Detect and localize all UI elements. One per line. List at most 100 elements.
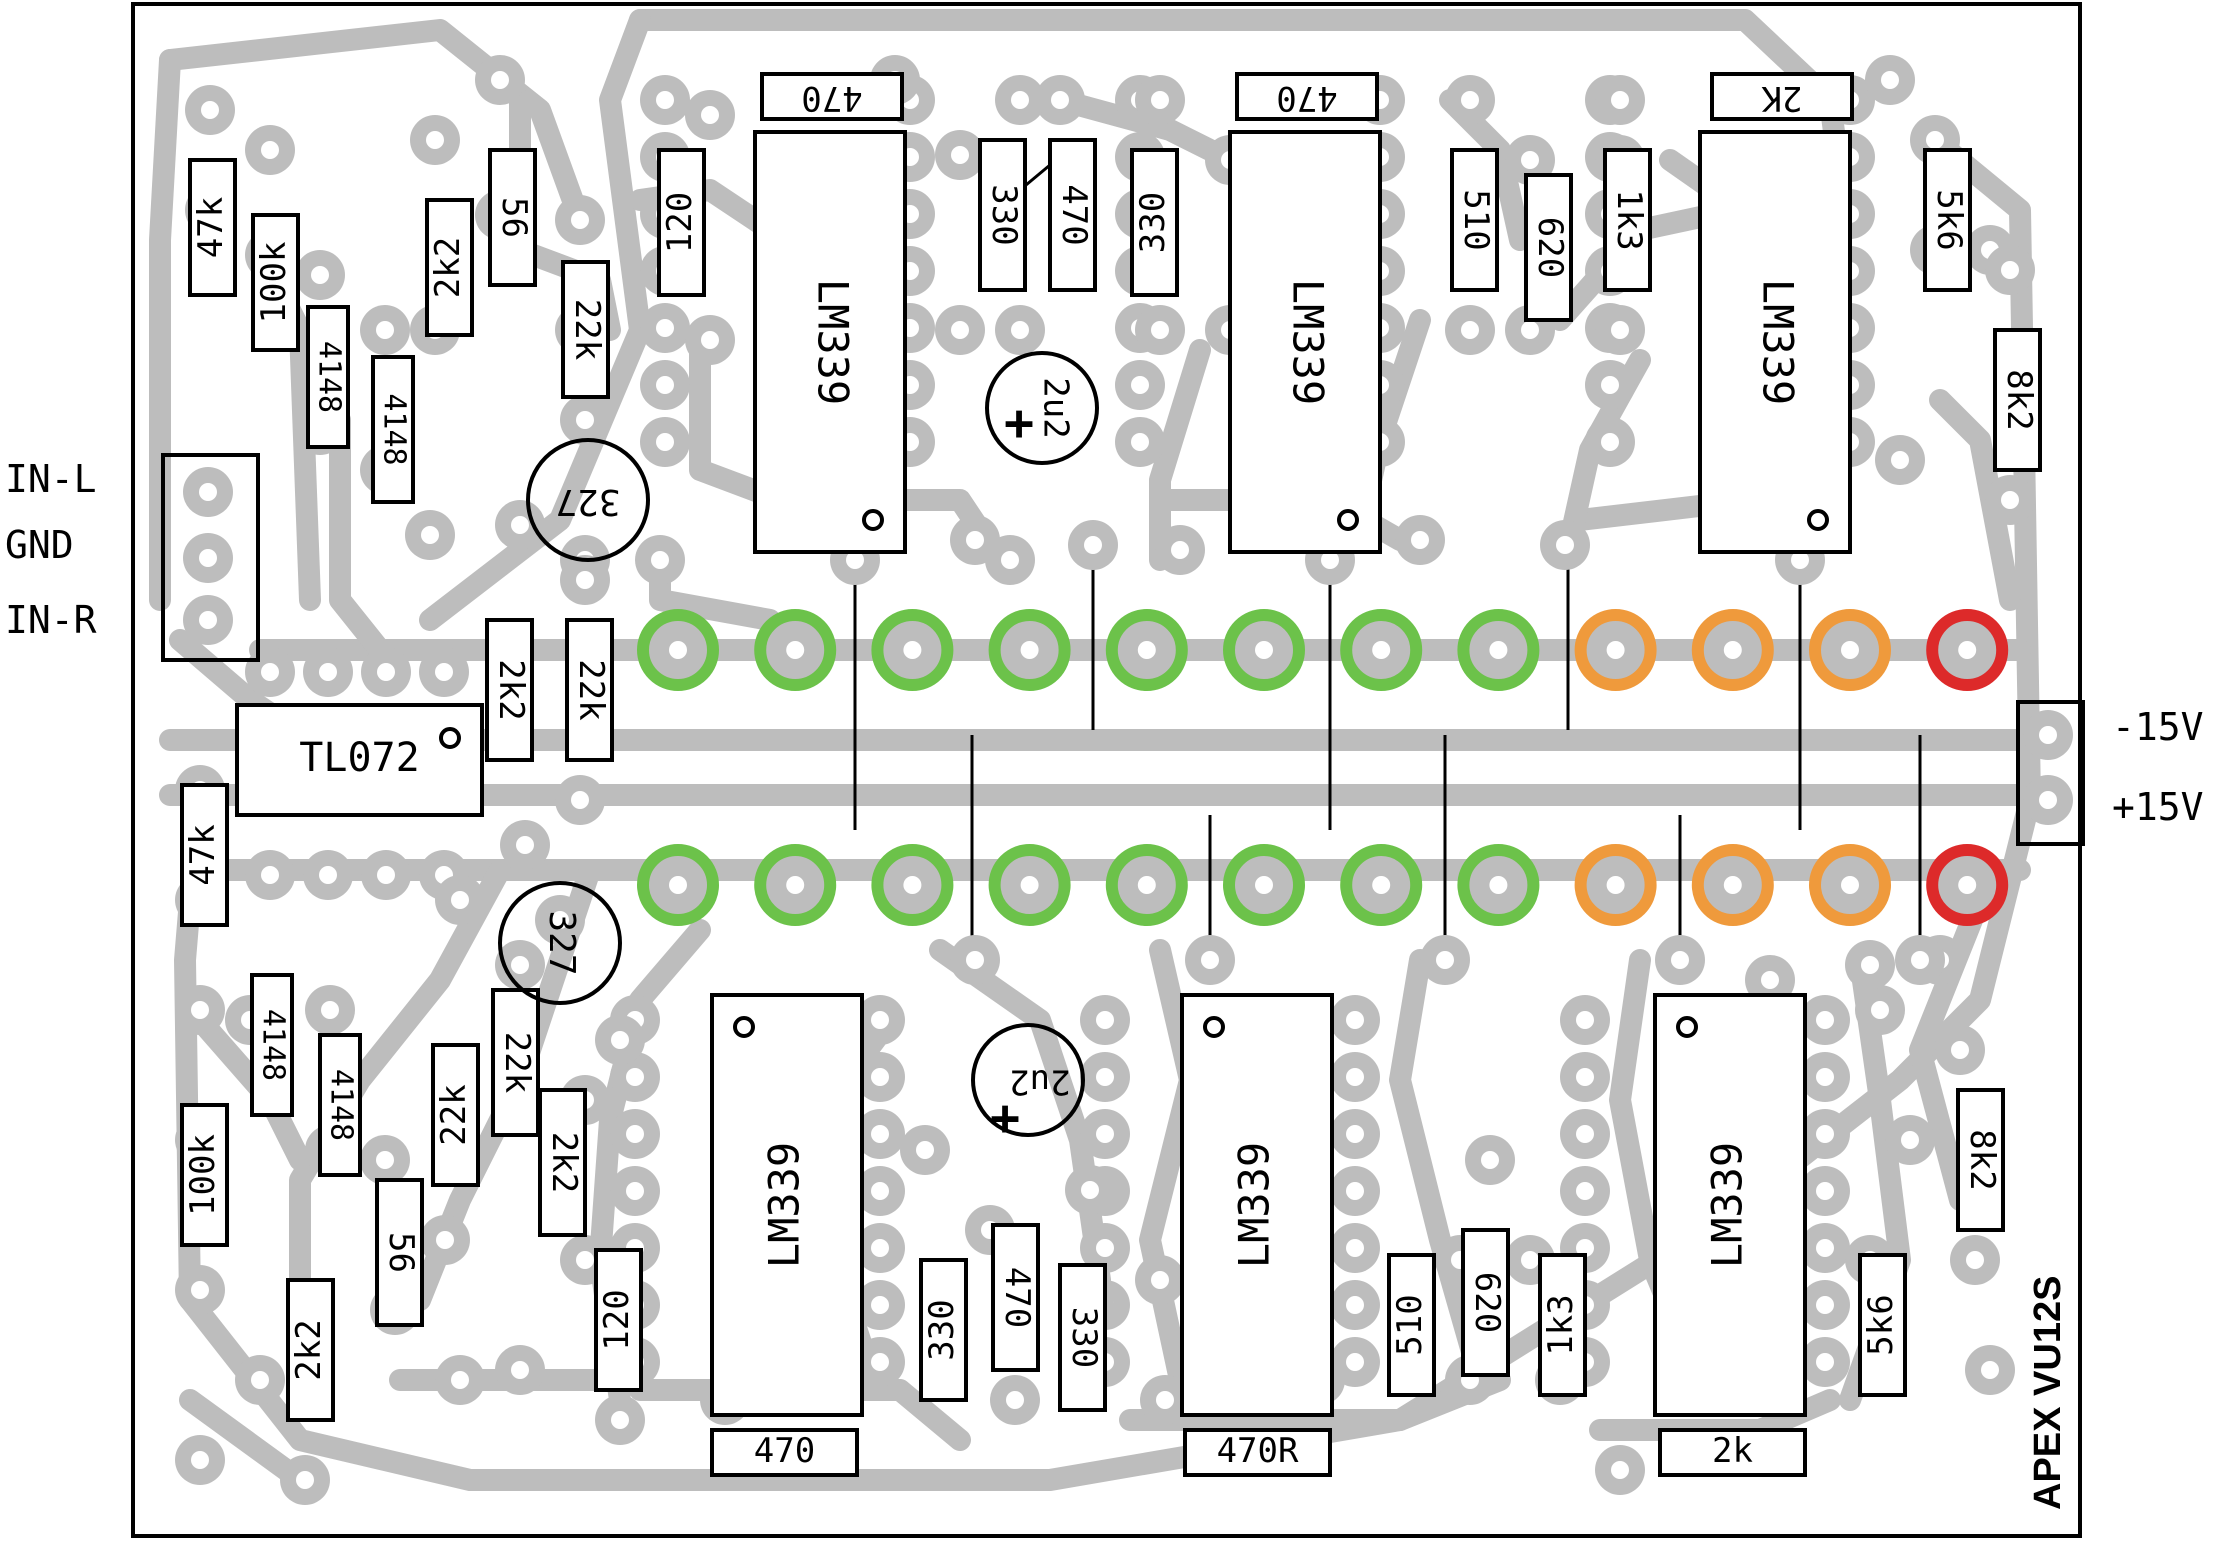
svg-text:4148: 4148 [324, 1069, 359, 1141]
chip-pad [1080, 1223, 1130, 1273]
svg-text:8k2: 8k2 [1962, 1129, 2002, 1190]
pad [410, 115, 460, 165]
pad [435, 875, 485, 925]
pad [1895, 935, 1945, 985]
chip-pad [640, 417, 690, 467]
pad [1655, 935, 1705, 985]
pad [1068, 520, 1118, 570]
resistor-bottom-15: 1k3 [1538, 1253, 1587, 1397]
pad [1465, 1135, 1515, 1185]
lm339-chip-3: LM339 [1698, 130, 1852, 554]
bottom-led-6 [1223, 844, 1305, 926]
top-led-5 [1105, 609, 1188, 691]
svg-text:LM339: LM339 [809, 279, 858, 405]
chip-pad [855, 1337, 905, 1387]
diode-3: 4148 [250, 973, 294, 1117]
tl072-chip: TL072 [235, 703, 484, 817]
chip-pad [1800, 1337, 1850, 1387]
pad [1885, 1115, 1935, 1165]
svg-text:LM339: LM339 [1284, 279, 1333, 405]
svg-text:56: 56 [494, 197, 534, 238]
svg-text:2u2: 2u2 [1036, 377, 1076, 438]
svg-text:5k6: 5k6 [1929, 189, 1969, 250]
pad [1595, 1445, 1645, 1495]
resistor-bottom-3: 22k [491, 988, 540, 1137]
resistor-top-7: 120 [657, 148, 706, 297]
input-connector [161, 453, 260, 662]
pad [185, 85, 235, 135]
svg-text:TL072: TL072 [299, 735, 419, 781]
svg-text:120: 120 [660, 192, 700, 253]
resistor-top-6: 470 [760, 72, 904, 121]
bottom-led-4 [988, 844, 1071, 926]
resistor-mid-2: 22k [565, 618, 614, 762]
pad [595, 1015, 645, 1065]
top-led-6 [1223, 609, 1305, 691]
pad [1875, 435, 1925, 485]
svg-text:8k2: 8k2 [1999, 369, 2039, 430]
top-led-7 [1340, 609, 1423, 691]
pad [235, 1355, 285, 1405]
chip-pad [1585, 417, 1635, 467]
chip-pad [1080, 1109, 1130, 1159]
chip-pad [1800, 1166, 1850, 1216]
pad [295, 250, 345, 300]
bottom-led-1 [637, 844, 719, 926]
resistor-top-8: 330 [978, 138, 1027, 292]
resistor-top-2: 100k [251, 213, 300, 352]
bottom-led-5 [1105, 844, 1188, 926]
chip-pad [855, 1052, 905, 1102]
pad [495, 500, 545, 550]
pad [405, 510, 455, 560]
chip-pad [1330, 1280, 1380, 1330]
resistor-bottom-2: 22k [431, 1043, 480, 1187]
chip-pad [1080, 1052, 1130, 1102]
svg-text:1k3: 1k3 [1609, 189, 1649, 250]
transistor-2: 327 [498, 881, 622, 1005]
top-led-1 [637, 609, 719, 691]
pad [685, 90, 735, 140]
diode-2: 4148 [371, 355, 415, 504]
resistor-bottom-6: 2k2 [286, 1278, 335, 1422]
pad [420, 1215, 470, 1265]
resistor-bottom-7: 120 [594, 1248, 643, 1392]
board-title: APEX VU12S [2027, 1276, 2069, 1510]
label-in-l: IN-L [5, 457, 97, 501]
diode-1: 4148 [306, 305, 350, 449]
resistor-top-11: 470 [1235, 72, 1379, 121]
capacitor-1: 2u2+ [985, 351, 1099, 465]
resistor-bottom-9: 330 [919, 1258, 968, 1402]
top-led-4 [988, 609, 1071, 691]
connector-pad [2023, 775, 2073, 825]
chip-pad [1115, 417, 1165, 467]
resistor-bottom-13: 510 [1387, 1253, 1436, 1397]
svg-text:2k2: 2k2 [289, 1319, 329, 1380]
svg-text:2u2: 2u2 [1009, 1062, 1070, 1102]
pad [175, 985, 225, 1035]
pad [900, 1125, 950, 1175]
pad [685, 315, 735, 365]
pad [475, 55, 525, 105]
svg-text:22k: 22k [434, 1084, 474, 1145]
resistor-bottom-17: 5k6 [1858, 1253, 1907, 1397]
pad [245, 125, 295, 175]
pad [555, 195, 605, 245]
chip-pad [1800, 1223, 1850, 1273]
bottom-led-9 [1574, 844, 1657, 926]
lm339-chip-5: LM339 [1180, 993, 1334, 1417]
bottom-led-12 [1926, 844, 2009, 926]
chip-pad [640, 360, 690, 410]
svg-text:100k: 100k [183, 1134, 223, 1216]
lm339-chip-2: LM339 [1228, 130, 1382, 554]
bottom-led-2 [754, 844, 837, 926]
chip-pad [1800, 1280, 1850, 1330]
pad [935, 130, 985, 180]
top-led-9 [1574, 609, 1657, 691]
chip-pad [1330, 1223, 1380, 1273]
svg-text:330: 330 [984, 184, 1024, 245]
svg-text:120: 120 [597, 1289, 637, 1350]
resistor-bottom-11: 330 [1058, 1263, 1107, 1412]
svg-text:2k2: 2k2 [544, 1132, 584, 1193]
connector-pad [183, 595, 233, 645]
